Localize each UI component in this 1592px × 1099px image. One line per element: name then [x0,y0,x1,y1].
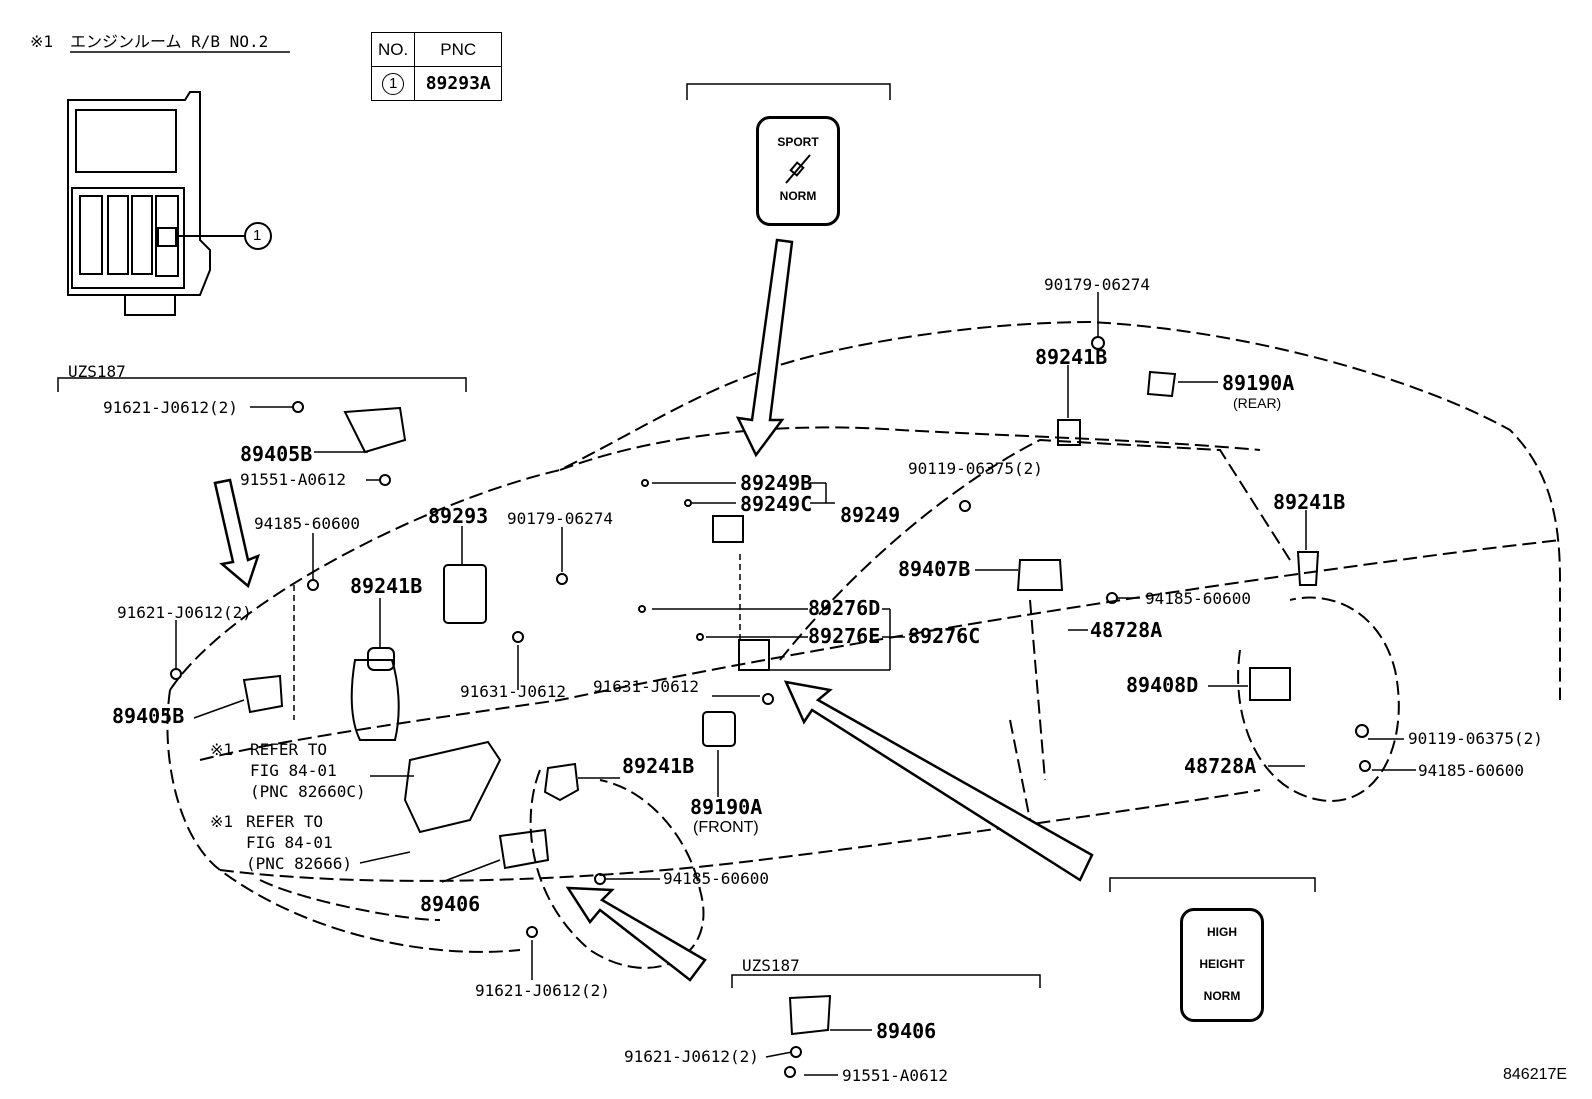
part-label: 89190A [1222,371,1295,395]
part-label: 91621-J0612(2) [475,981,610,1000]
part-label: 89241B [622,754,695,778]
part-label: 91631-J0612 [460,682,566,701]
part-label: 89293 [428,504,489,528]
part-label: 48728A [1090,618,1163,642]
part-label: 94185-60600 [1145,589,1251,608]
leader-lines [175,292,1416,1076]
part-label: 90179-06274 [507,509,613,528]
part-label: 89241B [350,574,423,598]
part-label: 89276E [808,624,881,648]
pointer-arrows [213,238,1094,982]
part-label: 89405B [112,704,185,728]
header-note-mark: ※1 [30,32,54,51]
part-note-front: (FRONT) [693,819,759,836]
refer-note-2-line3: (PNC 82666) [246,854,352,873]
switch-norm-label-2: NORM [1203,989,1241,1003]
switch-height-label: HEIGHT [1199,957,1245,971]
part-label: 89276D [808,596,881,620]
part-label: 89249 [840,503,901,527]
refer-note-1-line2: FIG 84-01 [250,761,337,780]
pnc-table: NO. PNC 1 89293A [370,32,503,101]
refer-note-2-mark: ※1 [210,812,234,831]
header-note-title: エンジンルーム R/B NO.2 [70,32,269,51]
part-label: 90179-06274 [1044,275,1150,294]
part-label: 91551-A0612 [240,470,346,489]
switch-sport-label: SPORT [777,135,819,149]
sport-norm-switch: SPORT NORM [756,116,840,226]
callout-circle-1 [244,222,272,250]
part-label: 89406 [420,892,481,916]
switch-high-label: HIGH [1207,925,1237,939]
part-label: 90119-06375(2) [1408,729,1543,748]
part-label: 91551-A0612 [842,1066,948,1085]
height-norm-switch: HIGH HEIGHT NORM [1180,908,1264,1022]
group-label-uzs187-left: UZS187 [68,362,126,381]
refer-note-1-mark: ※1 [210,740,234,759]
part-label: 94185-60600 [663,869,769,888]
part-note-rear: (REAR) [1233,395,1282,411]
vehicle-outline [166,320,1561,969]
refer-note-2-line2: FIG 84-01 [246,833,333,852]
part-label: 91621-J0612(2) [103,398,238,417]
callout-number: 1 [253,227,262,244]
components [170,336,1371,1078]
shock-absorber-icon [759,149,837,189]
part-label: 89249C [740,492,813,516]
pnc-table-row-pnc: 89293A [414,66,503,101]
part-label: 89276C [908,624,981,648]
refer-note-1-line1: REFER TO [250,740,328,759]
part-label: 89241B [1035,345,1108,369]
part-label: 48728A [1184,754,1257,778]
refer-note-1-line3: (PNC 82660C) [250,782,366,801]
part-label: 89190A [690,795,763,819]
part-label: 89406 [876,1019,937,1043]
part-label: 90119-06375(2) [908,459,1043,478]
part-label: 94185-60600 [1418,761,1524,780]
switch-norm-label: NORM [779,189,817,203]
part-label: 94185-60600 [254,514,360,533]
part-label: 89405B [240,442,313,466]
figure-id: 846217E [1503,1066,1568,1083]
part-label: 89241B [1273,490,1346,514]
group-label-uzs187-bottom: UZS187 [742,956,800,975]
part-label: 91621-J0612(2) [624,1047,759,1066]
relay-box-illustration [67,91,272,316]
part-label: 89249B [740,471,813,495]
part-label: 91621-J0612(2) [117,603,252,622]
part-label: 91631-J0612 [593,677,699,696]
pnc-table-header-pnc: PNC [414,32,503,67]
part-label: 89408D [1126,673,1199,697]
pnc-table-header-no: NO. [370,32,416,67]
part-label: 89407B [898,557,971,581]
pnc-table-row-no: 1 [382,72,405,95]
refer-note-2-line1: REFER TO [246,812,324,831]
